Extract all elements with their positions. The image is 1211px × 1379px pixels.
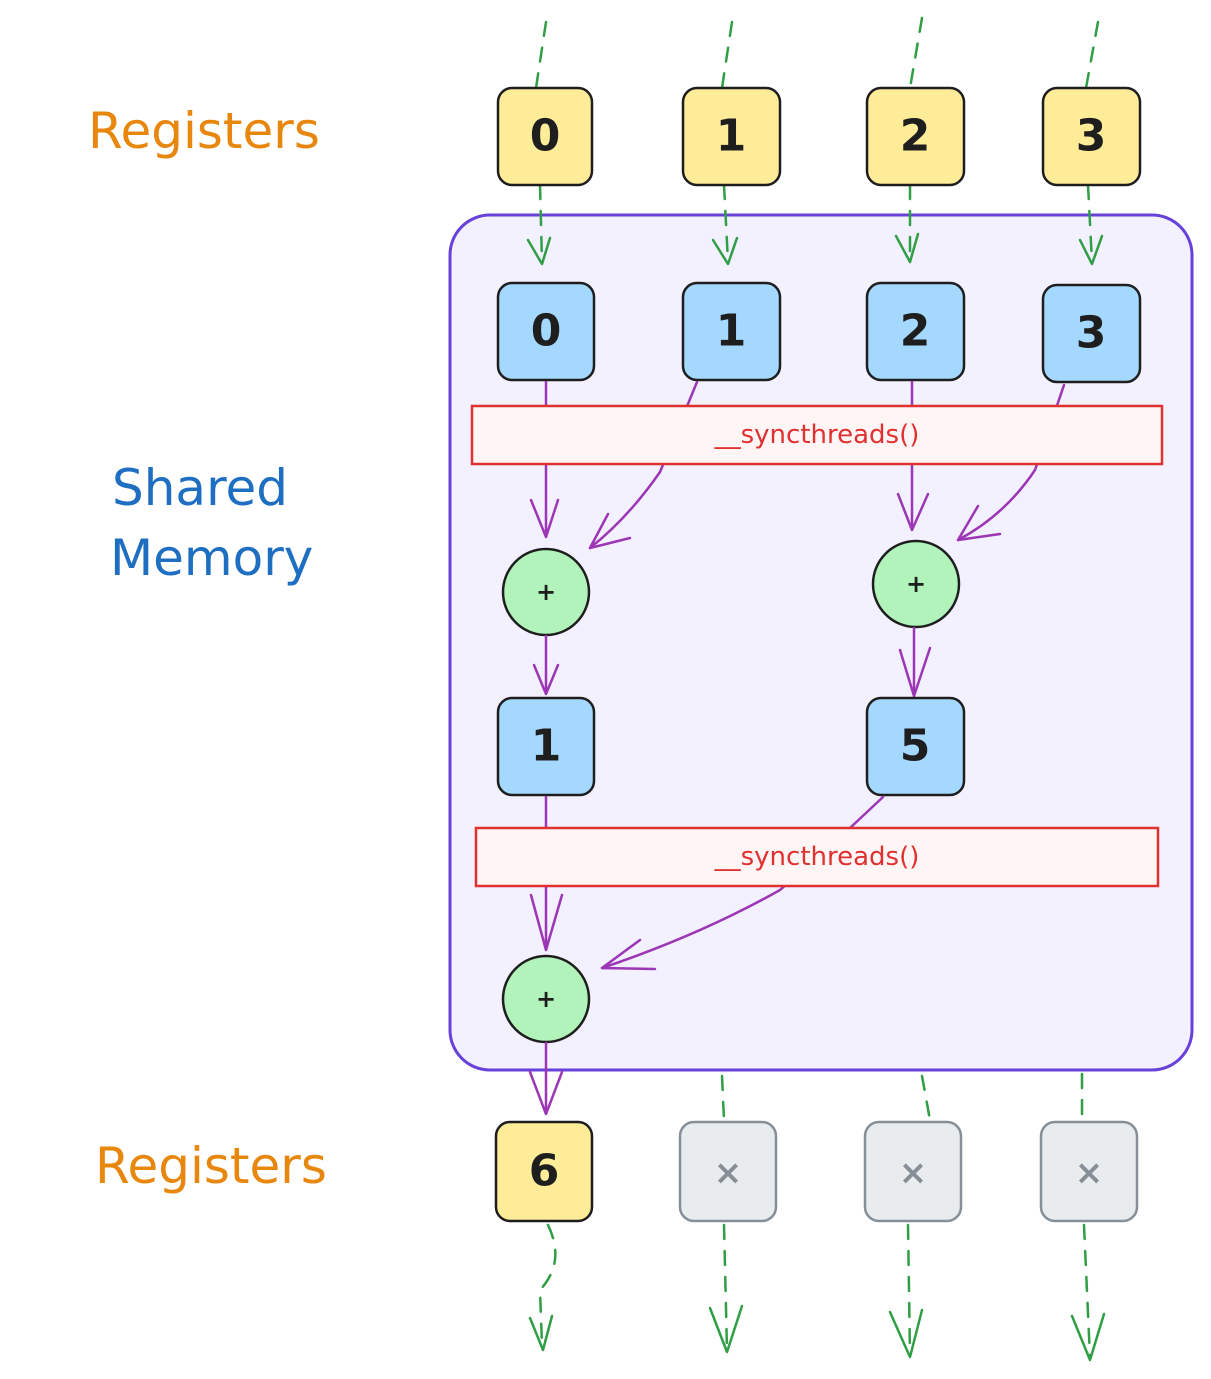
registers-bottom-label: Registers — [95, 1137, 327, 1195]
add-node: + — [501, 547, 591, 637]
shared-cell: 1 — [496, 696, 596, 797]
add-node: + — [871, 539, 961, 629]
register-cell: 0 — [496, 86, 594, 187]
reduction-flow-arrows-2 — [532, 626, 932, 698]
svg-text:0: 0 — [530, 111, 561, 162]
registers-top-label: Registers — [88, 102, 320, 160]
inactive-x-icon: × — [714, 1153, 743, 1193]
shared-cell: 2 — [865, 281, 966, 382]
svg-text:6: 6 — [529, 1146, 560, 1197]
svg-text:+: + — [536, 985, 556, 1013]
register-row-bottom: 6 × × × — [494, 1120, 1139, 1223]
incoming-dashed-arrows — [534, 16, 1100, 90]
add-node-final: + — [501, 954, 591, 1044]
svg-text:1: 1 — [531, 721, 562, 772]
shared-cell: 3 — [1041, 283, 1142, 384]
register-row-top: 0 1 2 3 — [496, 86, 1142, 187]
inactive-x-icon: × — [899, 1153, 928, 1193]
register-cell: 1 — [681, 86, 782, 187]
svg-text:1: 1 — [716, 306, 747, 357]
register-cell: 3 — [1041, 86, 1142, 187]
svg-text:+: + — [906, 570, 926, 598]
register-cell: 2 — [865, 86, 966, 187]
result-register-cell: 6 — [494, 1120, 594, 1223]
shared-cell: 5 — [865, 696, 966, 797]
shared-cell: 1 — [681, 281, 782, 382]
svg-text:+: + — [536, 578, 556, 606]
svg-text:__syncthreads(): __syncthreads() — [714, 842, 920, 872]
load-dashed-arrows — [526, 183, 1104, 266]
inactive-dashed-arrows — [720, 1072, 1084, 1122]
result-flow-arrow — [528, 1041, 564, 1116]
svg-text:3: 3 — [1076, 308, 1107, 359]
syncthreads-bar-1: __syncthreads() — [470, 404, 1164, 466]
shared-row-1: 0 1 2 3 — [496, 281, 1142, 384]
svg-text:2: 2 — [900, 111, 931, 162]
inactive-register-cell: × — [1039, 1120, 1139, 1223]
svg-text:2: 2 — [900, 306, 931, 357]
svg-text:__syncthreads(): __syncthreads() — [714, 420, 920, 450]
svg-text:0: 0 — [531, 306, 562, 357]
shared-row-2: 1 5 — [496, 696, 966, 797]
inactive-x-icon: × — [1075, 1153, 1104, 1193]
svg-text:1: 1 — [716, 111, 747, 162]
svg-text:5: 5 — [900, 721, 931, 772]
syncthreads-bar-2: __syncthreads() — [474, 826, 1160, 888]
shared-cell: 0 — [496, 281, 596, 382]
shared-memory-label-line1: Shared — [112, 459, 288, 517]
svg-text:3: 3 — [1076, 111, 1107, 162]
outgoing-dashed-arrows — [528, 1223, 1106, 1362]
shared-memory-label-line2: Memory — [110, 529, 313, 587]
inactive-register-cell: × — [863, 1120, 963, 1223]
inactive-register-cell: × — [678, 1120, 778, 1223]
